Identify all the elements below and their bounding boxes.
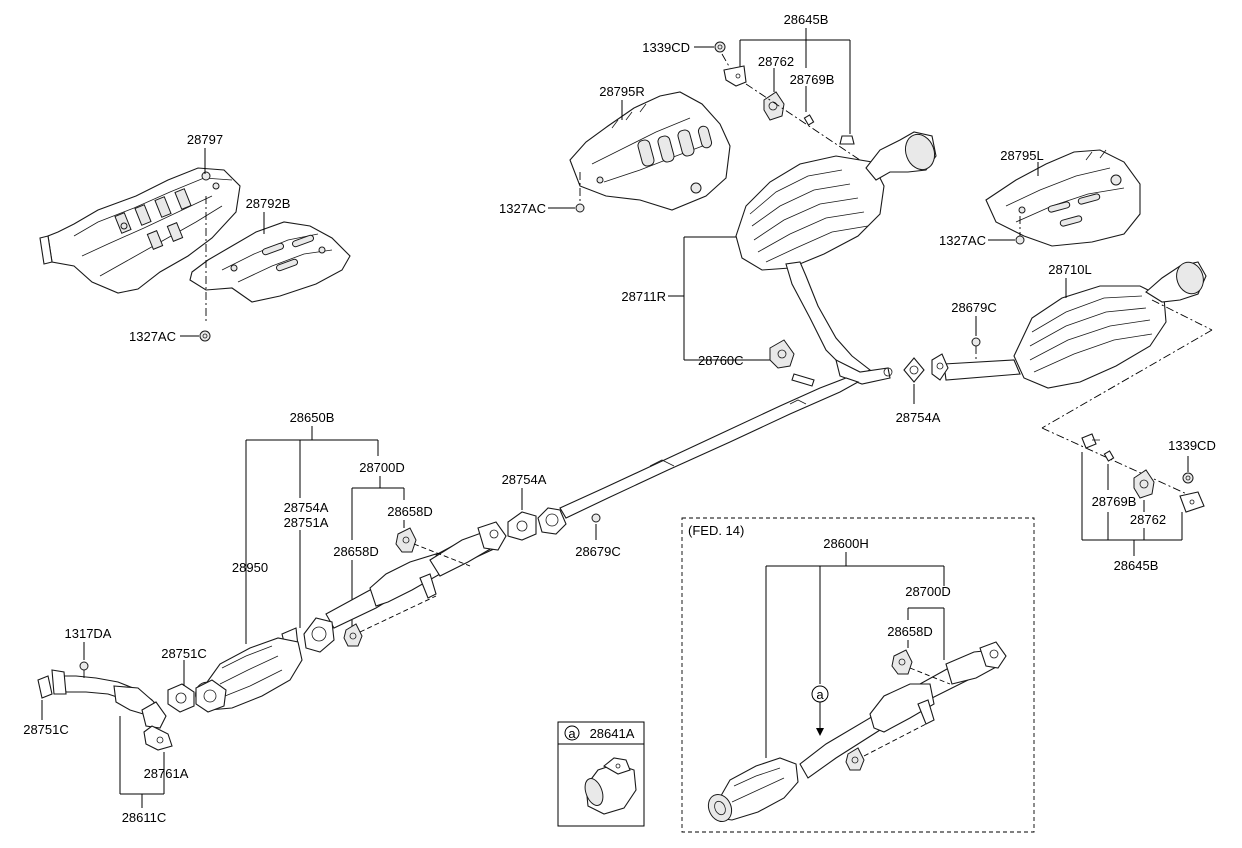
label-28751C-left: 28751C	[23, 722, 69, 737]
label-1339CD-right: 1339CD	[1168, 438, 1216, 453]
bracket-right	[1179, 491, 1205, 513]
nut-1339CD-top	[714, 41, 726, 53]
flange-front-cat	[195, 679, 227, 713]
label-28700D-inset: 28700D	[905, 584, 951, 599]
label-28641A: 28641A	[590, 726, 635, 741]
label-28754A-center: 28754A	[502, 472, 547, 487]
nut-1327AC-right	[1015, 235, 1025, 245]
hanger-28762-right	[1133, 469, 1155, 499]
label-1327AC-mid: 1327AC	[499, 201, 546, 216]
hanger-28760C	[769, 339, 795, 369]
label-legend-a: a	[568, 726, 576, 741]
label-28754A-mid: 28754A	[284, 500, 329, 515]
label-28769B-right: 28769B	[1092, 494, 1137, 509]
label-28792B: 28792B	[246, 196, 291, 211]
inset-hanger-28658D-b	[845, 747, 865, 771]
nut-28679C-right	[971, 337, 981, 347]
muffler-28711R	[735, 131, 937, 385]
label-28762-top: 28762	[758, 54, 794, 69]
label-28711R: 28711R	[621, 289, 666, 304]
label-28751C-mid: 28751C	[161, 646, 207, 661]
heat-shield-28795R	[569, 91, 731, 211]
callout-arrow-icon	[816, 728, 824, 736]
fed14-inset	[681, 517, 1035, 833]
label-28762-right: 28762	[1130, 512, 1166, 527]
hanger-28658D-b	[343, 623, 363, 647]
label-28700D-main: 28700D	[359, 460, 405, 475]
label-28797: 28797	[187, 132, 223, 147]
front-pipe-28611C	[51, 669, 173, 751]
pin-28769B-right	[1103, 450, 1115, 462]
nut-28679C-center	[591, 513, 601, 523]
hanger-28658D-a	[395, 527, 417, 553]
muffler-28710L	[931, 261, 1207, 389]
label-28645B-right: 28645B	[1114, 558, 1159, 573]
label-28679C-center: 28679C	[575, 544, 621, 559]
label-28710L: 28710L	[1048, 262, 1091, 277]
label-28679C-right: 28679C	[951, 300, 997, 315]
label-1339CD-top: 1339CD	[642, 40, 690, 55]
gasket-28754A-mid	[303, 617, 335, 653]
bolt-top	[839, 135, 855, 145]
clamp-28641A	[584, 757, 637, 815]
label-28600H: 28600H	[823, 536, 869, 551]
flange-center	[537, 507, 567, 535]
nut-1339CD-right	[1182, 472, 1194, 484]
bolt-right	[1081, 433, 1100, 449]
bracket-top	[723, 65, 747, 87]
legend-callout-circle	[564, 725, 580, 741]
label-28650B: 28650B	[290, 410, 335, 425]
inset-callout-circle	[811, 685, 829, 703]
label-28950: 28950	[232, 560, 268, 575]
heat-shield-28795L	[985, 149, 1141, 247]
center-pipe	[559, 373, 860, 519]
inset-resonator-28700D	[799, 641, 1007, 779]
label-28751A: 28751A	[284, 515, 329, 530]
label-fed14: (FED. 14)	[688, 523, 744, 538]
label-callout-a: a	[816, 687, 824, 702]
gasket-28751C-left	[37, 675, 53, 699]
hanger-28762-top	[763, 91, 785, 121]
label-1327AC-left: 1327AC	[129, 329, 176, 344]
label-28761A: 28761A	[144, 766, 189, 781]
gasket-28754A-right	[903, 357, 925, 383]
pin-28769B-top	[803, 114, 815, 126]
label-28658D-b: 28658D	[333, 544, 379, 559]
resonator-pipe-28700D	[325, 521, 507, 629]
gasket-28751C-mid	[167, 683, 195, 713]
heat-shield-28792B	[189, 221, 351, 303]
label-1327AC-right: 1327AC	[939, 233, 986, 248]
label-28658D-a: 28658D	[387, 504, 433, 519]
label-28611C: 28611C	[122, 810, 167, 825]
inset-converter	[707, 757, 799, 823]
legend-box-28641A	[557, 721, 645, 827]
inset-hanger-28658D-a	[891, 649, 913, 675]
gasket-28754A-center	[507, 511, 537, 541]
nut-1317DA	[79, 661, 89, 671]
label-28754A-right: 28754A	[896, 410, 941, 425]
label-28658D-inset: 28658D	[887, 624, 933, 639]
label-28795R: 28795R	[599, 84, 645, 99]
heat-shield-28797	[39, 167, 241, 294]
label-28645B-top: 28645B	[784, 12, 829, 27]
label-1317DA: 1317DA	[65, 626, 112, 641]
nut-1327AC-left	[199, 330, 211, 342]
label-28760C: 28760C	[698, 353, 744, 368]
label-28795L: 28795L	[1000, 148, 1043, 163]
label-28769B-top: 28769B	[790, 72, 835, 87]
nut-1327AC-mid	[575, 203, 585, 213]
